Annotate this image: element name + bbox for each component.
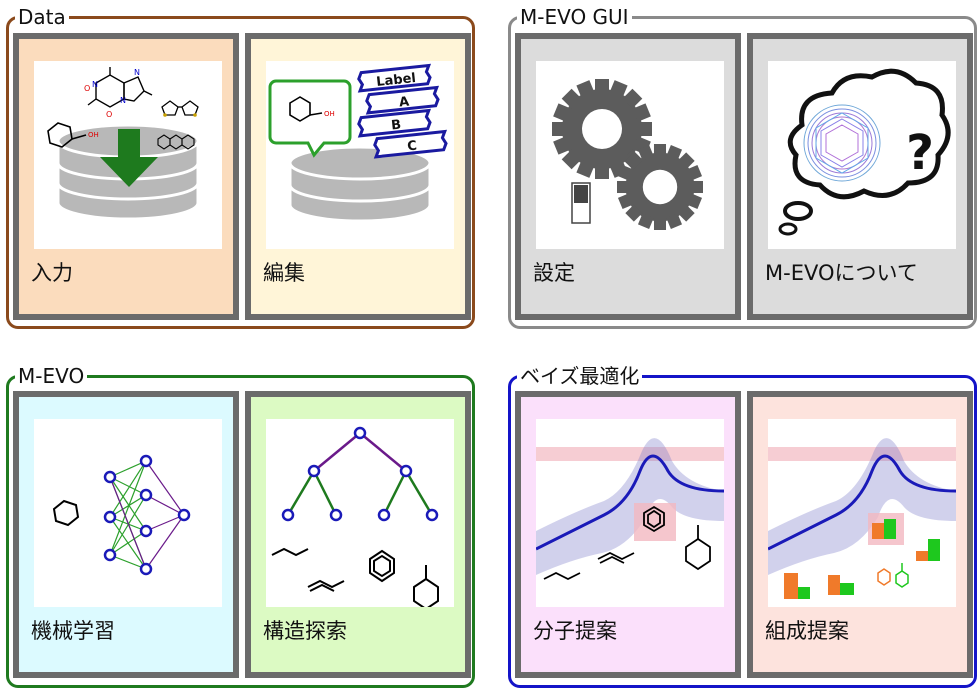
- svg-text:B: B: [390, 118, 401, 134]
- svg-text:Label: Label: [376, 71, 417, 90]
- group-data: Data: [6, 5, 475, 329]
- neural-network-icon: [34, 419, 222, 607]
- svg-text:O: O: [106, 110, 112, 119]
- svg-text:A: A: [398, 95, 410, 111]
- svg-text:O: O: [84, 84, 90, 93]
- card-data-input[interactable]: O O N N N OH 入力: [13, 33, 239, 320]
- group-title-bayesian-optimization: ベイズ最適化: [517, 364, 643, 388]
- card-label: 入力: [31, 261, 73, 285]
- tree-search-icon: [266, 419, 454, 607]
- svg-text:N: N: [134, 68, 140, 77]
- card-label: 組成提案: [765, 619, 849, 643]
- card-composition-proposal[interactable]: 組成提案: [747, 391, 973, 678]
- group-title-m-evo-gui: M-EVO GUI: [517, 5, 632, 29]
- card-label: 構造探索: [263, 619, 347, 643]
- svg-text:OH: OH: [88, 131, 99, 139]
- card-molecule-proposal[interactable]: 分子提案: [515, 391, 741, 678]
- svg-text:OH: OH: [324, 110, 335, 118]
- card-label: 設定: [533, 261, 575, 285]
- card-label: 機械学習: [31, 619, 115, 643]
- svg-text:C: C: [407, 139, 418, 155]
- group-m-evo-gui: M-EVO GUI: [508, 5, 977, 329]
- molecule-proposal-chart-icon: [536, 419, 724, 607]
- group-bayesian-optimization: ベイズ最適化: [508, 364, 977, 688]
- svg-text:N: N: [92, 80, 98, 89]
- card-machine-learning[interactable]: 機械学習: [13, 391, 239, 678]
- card-label: 分子提案: [533, 619, 617, 643]
- card-data-edit[interactable]: OH Label A B C: [245, 33, 471, 320]
- composition-proposal-chart-icon: [768, 419, 956, 607]
- svg-text:N: N: [120, 96, 126, 105]
- thought-cloud-question-icon: ?: [768, 61, 956, 249]
- svg-text:?: ?: [906, 125, 934, 181]
- group-title-data: Data: [15, 5, 69, 29]
- group-m-evo: M-EVO: [6, 364, 475, 688]
- card-structure-search[interactable]: 構造探索: [245, 391, 471, 678]
- card-about-m-evo[interactable]: ? M-EVOについて: [747, 33, 973, 320]
- database-label-edit-icon: OH Label A B C: [266, 61, 454, 249]
- card-label: M-EVOについて: [765, 261, 918, 285]
- group-title-m-evo: M-EVO: [15, 364, 88, 388]
- card-label: 編集: [263, 261, 305, 285]
- card-settings[interactable]: 設定: [515, 33, 741, 320]
- database-import-icon: O O N N N OH: [34, 61, 222, 249]
- gears-settings-icon: [536, 61, 724, 249]
